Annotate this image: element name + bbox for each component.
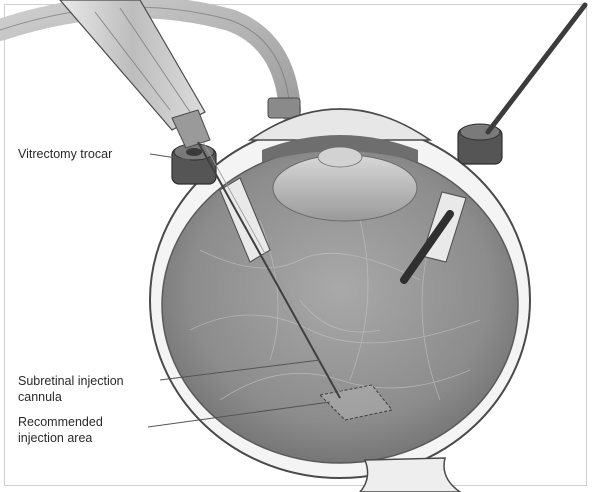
label-area-line1: Recommended [18,415,103,429]
tubing-connector [268,98,300,118]
optic-nerve [360,458,460,492]
light-pipe-icon [488,5,585,132]
label-vitrectomy-trocar: Vitrectomy trocar [18,147,112,161]
label-cannula-line1: Subretinal injection [18,374,124,388]
label-area-line2: injection area [18,431,92,445]
pupil-highlight [318,147,362,167]
label-cannula-line2: cannula [18,390,62,404]
